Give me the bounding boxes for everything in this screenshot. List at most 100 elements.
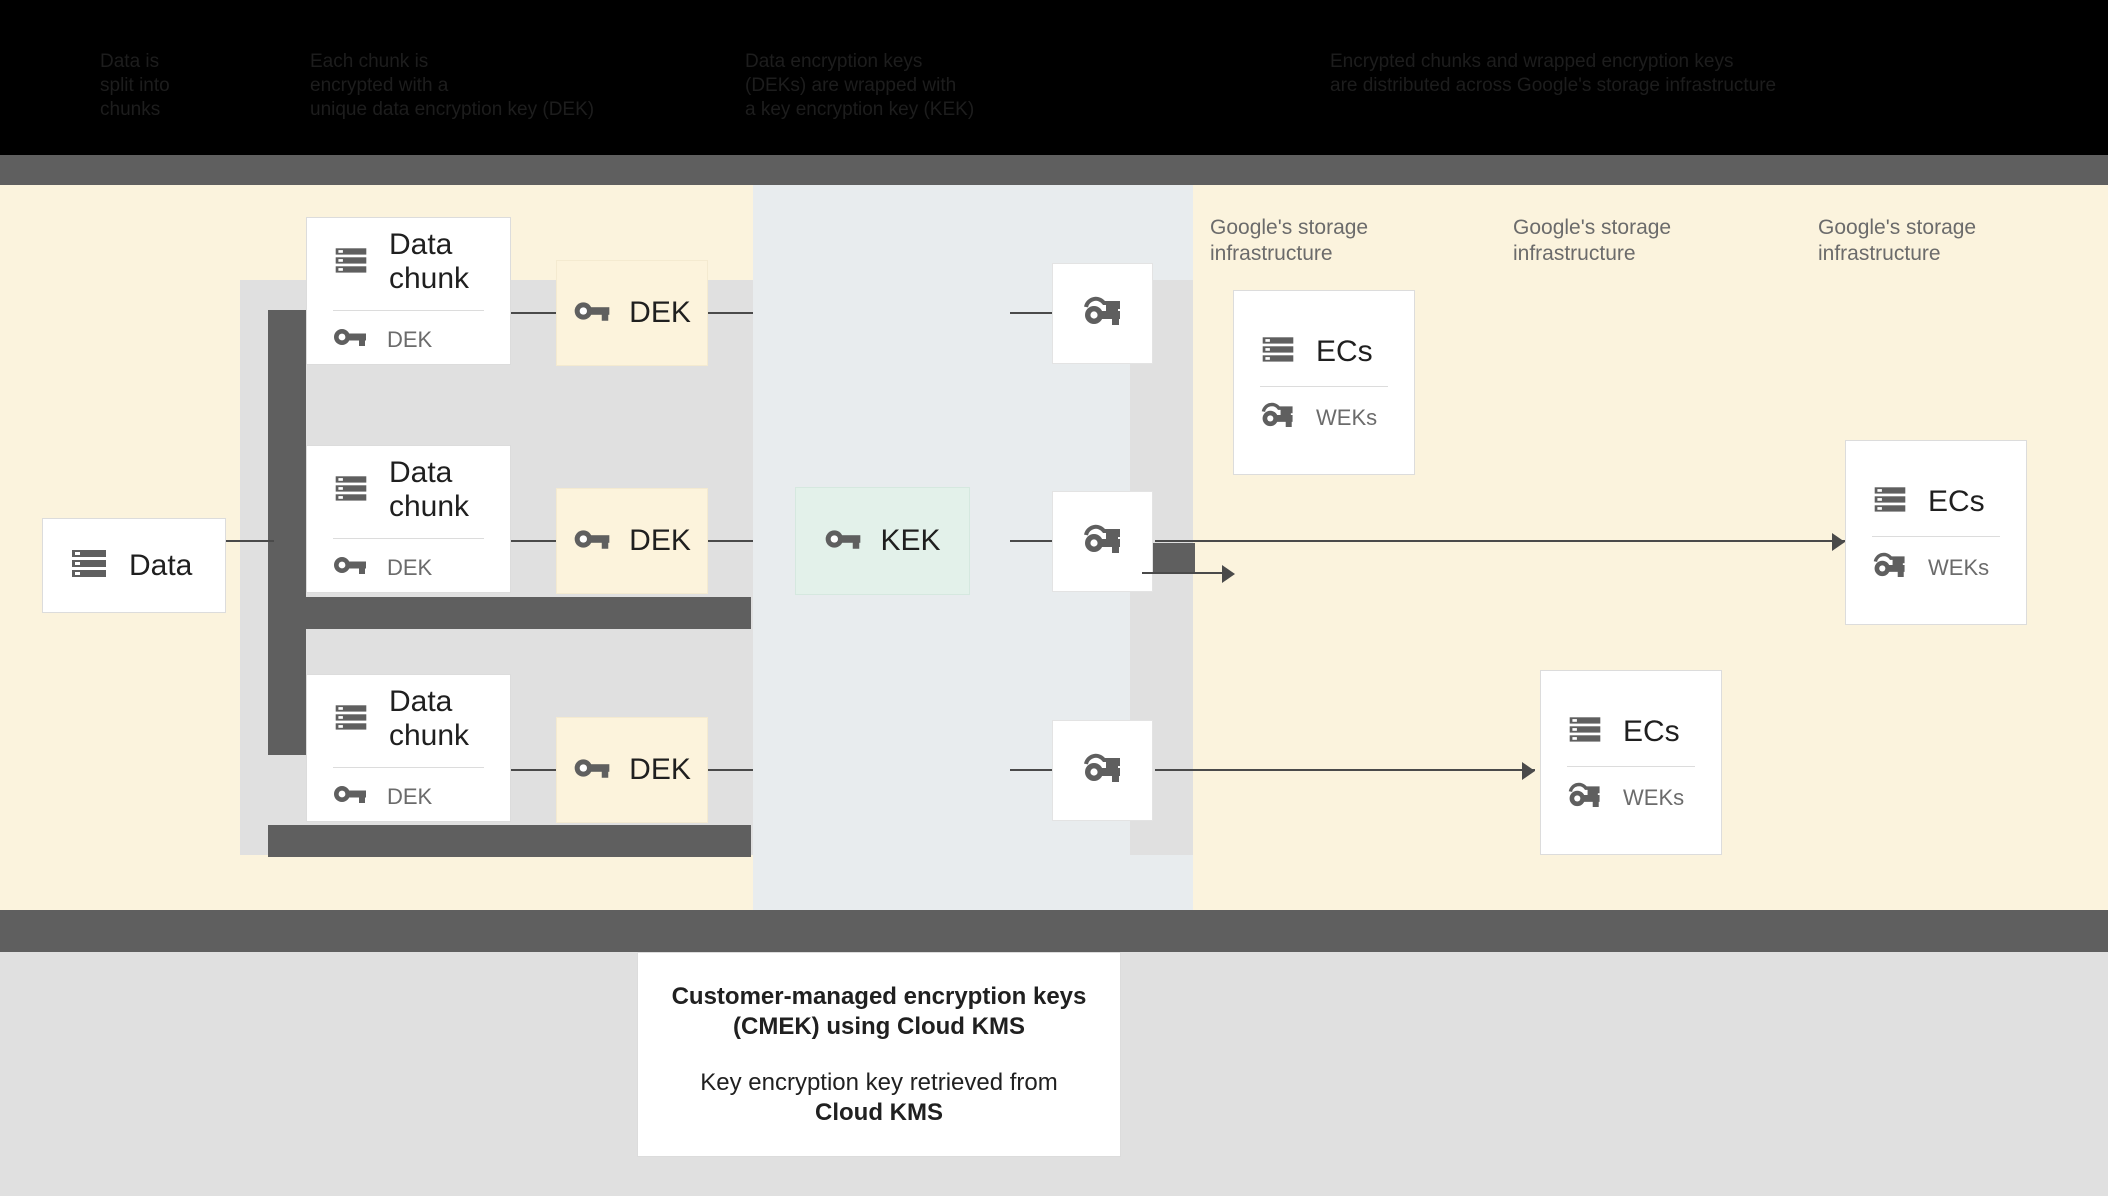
- key-icon: [573, 298, 611, 329]
- arrow-line-ec2: [1155, 540, 1845, 542]
- connector-dek1-out: [708, 312, 753, 314]
- split-rail-top: [268, 597, 751, 629]
- dek-box-1[interactable]: DEK: [556, 260, 708, 366]
- server-icon: [69, 543, 109, 588]
- server-icon: [333, 699, 369, 740]
- connector-chunk2-dek2: [511, 540, 556, 542]
- storage-label-1: Google's storage infrastructure: [1210, 216, 1369, 265]
- chunk-2-title: Data chunk: [389, 456, 470, 523]
- data-chunk-card-1[interactable]: Data chunk DEK: [306, 217, 511, 365]
- dek-2-label: DEK: [629, 524, 691, 557]
- kek-box[interactable]: KEK: [795, 487, 970, 595]
- ec-1-title-row: ECs: [1234, 331, 1414, 372]
- top-caption-band: Data is split into chunks Each chunk is …: [0, 0, 2108, 155]
- server-icon: [333, 470, 369, 511]
- chunk-3-title: Data chunk: [389, 685, 470, 752]
- top-caption-split: Data is split into chunks: [100, 51, 170, 120]
- ec-2-key-row: WEKs: [1846, 551, 2026, 584]
- dek-box-2[interactable]: DEK: [556, 488, 708, 594]
- key-icon: [333, 325, 367, 354]
- storage-label-2: Google's storage infrastructure: [1513, 216, 1672, 265]
- chunk-3-key-row: DEK: [307, 782, 510, 811]
- top-gray-divider: [0, 155, 2108, 185]
- data-source-card[interactable]: Data: [42, 518, 226, 613]
- cmek-subtitle-strong: Cloud KMS: [815, 1098, 943, 1126]
- connector-dek3-out: [708, 769, 753, 771]
- connector-to-wek3: [1010, 769, 1052, 771]
- arrow-head-ec3: [1522, 762, 1535, 780]
- data-source-label: Data: [129, 548, 193, 582]
- chunk-1-key-label: DEK: [387, 326, 433, 352]
- bottom-gray-divider: [0, 910, 2108, 952]
- ec-3-key-row: WEKs: [1541, 781, 1721, 814]
- key-icon: [333, 782, 367, 811]
- ec-card-1[interactable]: ECs WEKs: [1233, 290, 1415, 475]
- wek-box-1[interactable]: [1052, 263, 1153, 364]
- ec-1-divider: [1260, 386, 1388, 387]
- connector-chunk3-dek3: [511, 769, 556, 771]
- chunk-1-divider: [333, 310, 484, 311]
- chunk-1-title-row: Data chunk: [307, 228, 510, 296]
- wek-box-3[interactable]: [1052, 720, 1153, 821]
- data-chunk-card-2[interactable]: Data chunk DEK: [306, 445, 511, 593]
- ec-2-key-label: WEKs: [1928, 554, 1990, 580]
- data-source-row: Data: [43, 543, 225, 588]
- ec-2-title: ECs: [1928, 484, 1985, 518]
- cmek-caption-card: Customer-managed encryption keys (CMEK) …: [637, 952, 1121, 1157]
- chunk-1-title: Data chunk: [389, 228, 470, 295]
- connector-to-wek1: [1010, 312, 1052, 314]
- arrow-line-ec3: [1155, 769, 1535, 771]
- wek-box-2[interactable]: [1052, 491, 1153, 592]
- arrow-head-ec2: [1832, 533, 1845, 551]
- ec-3-divider: [1567, 766, 1695, 767]
- double-key-icon: [1082, 523, 1124, 560]
- top-caption-encrypt: Each chunk is encrypted with a unique da…: [310, 51, 595, 120]
- double-key-icon: [1260, 401, 1296, 434]
- bottom-caption-area: Customer-managed encryption keys (CMEK) …: [0, 952, 2108, 1196]
- storage-label-3: Google's storage infrastructure: [1818, 216, 1977, 265]
- key-icon: [573, 755, 611, 786]
- chunk-2-key-row: DEK: [307, 553, 510, 582]
- server-icon: [1567, 711, 1603, 752]
- dek-3-label: DEK: [629, 753, 691, 786]
- cmek-title: Customer-managed encryption keys (CMEK) …: [671, 982, 1087, 1040]
- top-caption-wrap: Data encryption keys (DEKs) are wrapped …: [745, 51, 975, 120]
- ec-card-3[interactable]: ECs WEKs: [1540, 670, 1722, 855]
- chunk-2-title-row: Data chunk: [307, 456, 510, 524]
- ec-1-key-label: WEKs: [1316, 404, 1378, 430]
- ec-2-title-row: ECs: [1846, 481, 2026, 522]
- ec-2-divider: [1872, 536, 2000, 537]
- chunk-3-divider: [333, 767, 484, 768]
- chunk-3-title-row: Data chunk: [307, 685, 510, 753]
- ec-1-title: ECs: [1316, 334, 1373, 368]
- double-key-icon: [1567, 781, 1603, 814]
- key-icon: [824, 526, 862, 557]
- arrow-line-ec1: [1142, 572, 1232, 574]
- diagram-canvas: Data Data chunk: [0, 185, 2108, 910]
- chunk-2-key-label: DEK: [387, 554, 433, 580]
- connector-to-wek2: [1010, 540, 1052, 542]
- arrow-head-ec1: [1222, 565, 1235, 583]
- key-icon: [573, 526, 611, 557]
- ec-1-key-row: WEKs: [1234, 401, 1414, 434]
- cmek-subtitle: Key encryption key retrieved from Cloud …: [700, 1068, 1057, 1128]
- double-key-icon: [1082, 752, 1124, 789]
- double-key-icon: [1872, 551, 1908, 584]
- kek-label: KEK: [880, 524, 941, 557]
- top-caption-distribute: Encrypted chunks and wrapped encryption …: [1330, 51, 1777, 96]
- double-key-icon: [1082, 295, 1124, 332]
- chunk-3-key-label: DEK: [387, 783, 433, 809]
- connector-data-to-rail: [226, 540, 274, 542]
- dek-box-3[interactable]: DEK: [556, 717, 708, 823]
- key-icon: [333, 553, 367, 582]
- data-chunk-card-3[interactable]: Data chunk DEK: [306, 674, 511, 822]
- ec-card-2[interactable]: ECs WEKs: [1845, 440, 2027, 625]
- ec-3-title: ECs: [1623, 714, 1680, 748]
- chunk-1-key-row: DEK: [307, 325, 510, 354]
- split-rail-bottom: [268, 825, 751, 857]
- chunk-2-divider: [333, 538, 484, 539]
- ec-3-key-label: WEKs: [1623, 784, 1685, 810]
- dek-1-label: DEK: [629, 296, 691, 329]
- cmek-subtitle-prefix: Key encryption key retrieved from: [700, 1068, 1058, 1096]
